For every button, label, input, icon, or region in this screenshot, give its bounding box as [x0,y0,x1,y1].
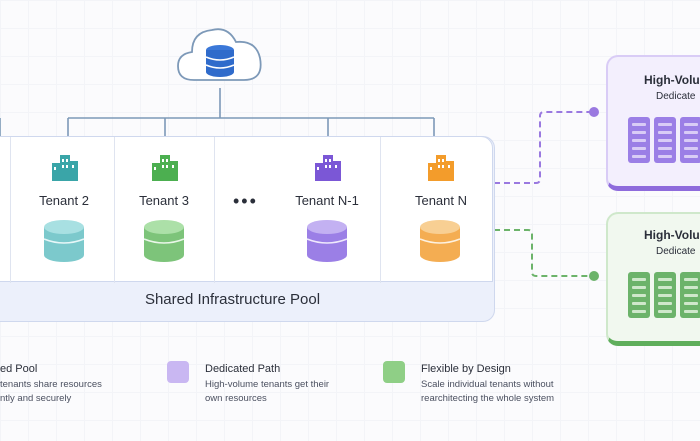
building-icon [428,155,454,181]
legend-desc-line: Scale individual tenants without [421,379,554,390]
endpoint-dot-purple [589,107,599,117]
endpoint-dot-green [589,271,599,281]
database-icon [419,220,461,262]
database-icon [0,219,10,263]
tenant-label: Tenant N-1 [295,193,359,208]
more-tenants-ellipsis: ••• [233,191,258,211]
server-rack-icon [628,272,700,318]
legend-desc-line: High-volume tenants get their [205,379,330,390]
column-divider [214,137,215,283]
tenant-3-card: Tenant 3 [114,137,214,283]
dedicated-card-subtitle: Dedicate [656,246,696,257]
dedicated-card-green: High-Volu Dedicate [606,212,700,346]
legend-desc-line: tenants share resources [0,379,102,390]
column-divider [10,137,11,283]
tenant-label: Tenant 3 [139,193,189,208]
building-icon [52,155,78,181]
cloud-database-icon [176,22,264,90]
database-icon [43,220,85,262]
tenant-label: Tenant 2 [39,193,89,208]
legend-title: Flexible by Design [421,363,511,375]
legend-swatch-green [383,361,405,383]
dedicated-path-purple [494,111,594,184]
dedicated-card-subtitle: Dedicate [656,91,696,102]
legend-desc-line: own resources [205,393,267,404]
server-rack-icon [628,117,700,163]
dedicated-card-title: High-Volu [644,73,700,87]
dedicated-card-purple: High-Volu Dedicate [606,55,700,191]
database-icon [306,220,348,262]
pool-label: Shared Infrastructure Pool [144,291,321,308]
tenant-2-card: Tenant 2 [14,137,114,283]
legend-desc-line: ntly and securely [0,393,72,404]
legend-title: Dedicated Path [205,363,281,375]
column-divider [114,137,115,283]
legend-swatch-purple [167,361,189,383]
building-icon [152,155,178,181]
legend-title: ed Pool [0,363,38,375]
tenant-n-1-card: Tenant N-1 [274,137,380,283]
tenant-panel: Tenant 2 Tenant 3 ••• Tenant N-1 [0,136,493,283]
building-icon [315,155,341,181]
dedicated-path-green [494,229,594,277]
dedicated-card-title: High-Volu [644,228,700,242]
tenant-label: Tenant N [414,193,468,208]
database-icon [143,220,185,262]
tenant-n-card: Tenant N [380,137,492,283]
legend-desc-line: rearchitecting the whole system [421,393,555,404]
column-divider [380,137,381,283]
